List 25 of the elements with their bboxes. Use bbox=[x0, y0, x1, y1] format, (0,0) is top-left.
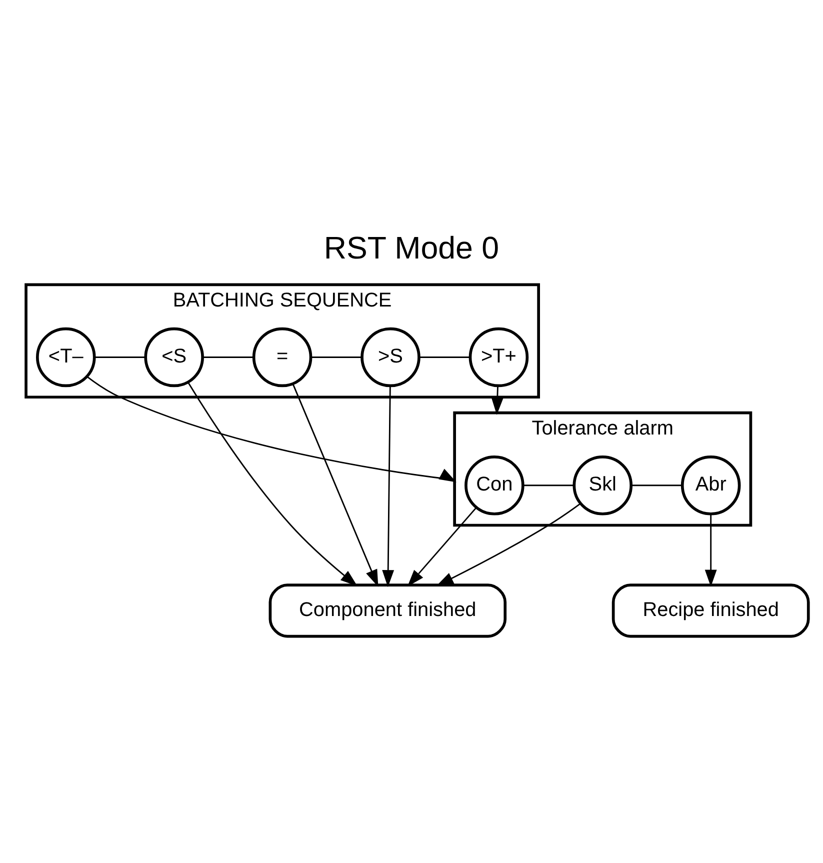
connector bbox=[631, 484, 682, 486]
node-circle: >T+ bbox=[468, 326, 529, 387]
node-circle: Skl bbox=[572, 455, 633, 515]
node-box: Component finished bbox=[268, 583, 507, 638]
node-circle: = bbox=[252, 326, 312, 387]
connector bbox=[94, 356, 146, 358]
connector bbox=[311, 356, 362, 358]
node-circle: Con bbox=[464, 455, 524, 515]
node-box: Recipe finished bbox=[612, 583, 810, 638]
arrow bbox=[407, 506, 477, 586]
node-circle: <S bbox=[144, 326, 204, 387]
arrow bbox=[704, 514, 717, 586]
connector bbox=[523, 484, 574, 486]
connector bbox=[419, 356, 470, 358]
arrow bbox=[436, 502, 581, 586]
arrow bbox=[86, 376, 456, 482]
arrow bbox=[491, 385, 504, 414]
connector bbox=[202, 356, 254, 358]
arrow bbox=[292, 383, 378, 586]
node-circle: Abr bbox=[680, 455, 741, 515]
diagram-title: RST Mode 0 bbox=[324, 230, 500, 265]
node-circle: >S bbox=[360, 326, 420, 387]
arrow bbox=[382, 385, 394, 587]
node-circle: <T– bbox=[36, 326, 96, 387]
arrow bbox=[188, 382, 358, 586]
